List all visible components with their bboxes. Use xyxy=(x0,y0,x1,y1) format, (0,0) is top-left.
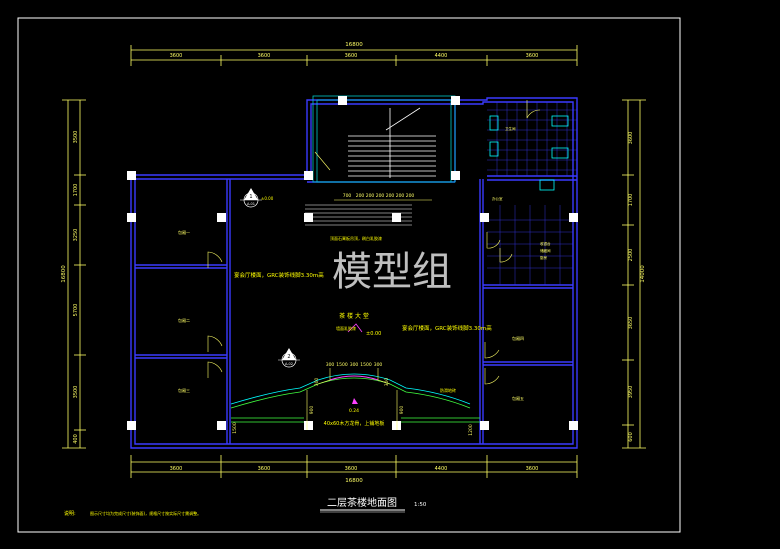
dim-1200: 1200 xyxy=(468,424,474,436)
top-dimensions xyxy=(130,45,578,66)
toilet-grid xyxy=(487,102,577,176)
dim-right-total: 14000 xyxy=(640,265,646,283)
label-mark-elev: ±0.00 xyxy=(261,196,274,201)
section-mark-1: 1 A-01 xyxy=(240,188,262,208)
label-stage-note: 40x60木方龙骨，上铺地板 xyxy=(324,420,385,427)
dim-stair-1: 700 xyxy=(343,193,352,199)
label-office: 办公室 xyxy=(492,196,503,201)
dim-bottom-seg-4: 4400 xyxy=(435,466,448,472)
label-grc-left: 宴会厅楼面，GRC装饰线脚3.30m高 xyxy=(234,271,324,279)
stair-dim-texts: 700 200 200 200 200 200 200 xyxy=(343,193,415,199)
dim-left-seg-4: 5700 xyxy=(73,304,79,317)
label-room3: 包厢三 xyxy=(178,387,190,393)
dim-bottom-seg-5: 3600 xyxy=(526,466,539,472)
dim-bottom-total: 16800 xyxy=(345,478,363,484)
dim-top-seg-2: 3600 xyxy=(258,53,271,59)
dim-stage-4: 1500 xyxy=(360,362,372,368)
dim-1500: 1500 xyxy=(232,422,238,434)
structural-columns xyxy=(127,96,578,430)
dim-right-seg-1: 3600 xyxy=(628,132,634,145)
dim-stage-2: 1500 xyxy=(336,362,348,368)
dim-bottom-seg-1: 3600 xyxy=(170,466,183,472)
label-grc-right: 宴会厅楼面，GRC装饰线脚3.30m高 xyxy=(402,324,492,332)
dim-right-seg-3: 2500 xyxy=(628,249,634,262)
dim-left-total: 16800 xyxy=(61,265,67,283)
dim-stair-3: 200 xyxy=(366,193,375,199)
label-toilet: 卫生间 xyxy=(505,126,516,131)
dim-top-seg-3: 3600 xyxy=(345,53,358,59)
stair-treads xyxy=(348,107,436,178)
note-text: 图示尺寸均为完成尺寸(装饰面)，规格尺寸按实际尺寸需调整。 xyxy=(90,510,201,516)
label-wall-note: 墙面乳胶漆 xyxy=(336,325,356,331)
dim-stair-2: 200 xyxy=(356,193,365,199)
right-dimensions xyxy=(622,99,646,449)
left-dimensions xyxy=(62,99,86,449)
dim-left-seg-1: 3500 xyxy=(73,131,79,144)
label-storage: 储藏间 xyxy=(540,248,551,253)
right-dim-texts: 3600 1700 2500 3650 3950 600 14000 xyxy=(628,132,646,442)
label-tiles-note: 防滑地砖 xyxy=(440,387,456,393)
dim-stage-left: 300 xyxy=(314,378,320,387)
dim-stair-5: 200 xyxy=(386,193,395,199)
dim-left-seg-2: 1700 xyxy=(73,184,79,197)
note-label: 说明: xyxy=(64,510,76,517)
dim-right-seg-5: 3950 xyxy=(628,386,634,399)
label-kitchen: 厨房 xyxy=(540,255,548,260)
dim-bottom-seg-3: 3600 xyxy=(345,466,358,472)
section-mark-1-num: 1 xyxy=(249,194,252,200)
label-cashier: 收银台 xyxy=(540,241,551,246)
label-tea-hall: 茶 楼 大 堂 xyxy=(339,312,369,320)
dim-left-seg-6: 400 xyxy=(73,434,79,444)
toilet-fixtures xyxy=(489,115,569,191)
dim-stage-right: 300 xyxy=(384,378,390,387)
dim-stair-4: 200 xyxy=(376,193,385,199)
kitchen-grid xyxy=(487,205,573,285)
dim-stair-7: 200 xyxy=(406,193,415,199)
dim-stage-1: 300 xyxy=(326,362,335,368)
dim-stage-3: 300 xyxy=(350,362,359,368)
dim-stage-width-right: 900 xyxy=(399,406,405,415)
label-room4: 包厢四 xyxy=(512,335,524,341)
dim-right-seg-4: 3650 xyxy=(628,317,634,330)
dim-right-seg-2: 1700 xyxy=(628,194,634,207)
label-floor-elev: ±0.00 xyxy=(366,331,381,337)
label-ceiling-note: 顶面石膏板吊顶，刷白乳胶漆 xyxy=(330,235,382,241)
watermark: 模型组 xyxy=(332,249,452,295)
staircase xyxy=(312,95,456,183)
label-room1: 包厢一 xyxy=(178,229,190,235)
dim-stage-width-left: 900 xyxy=(309,406,315,415)
stage-dim-texts: 300 1500 300 1500 300 300 300 900 900 15… xyxy=(232,362,474,436)
bottom-glazing xyxy=(231,417,480,423)
label-mark-elev2: 0.24 xyxy=(349,408,359,414)
drawing-title: 二层茶楼地面图 xyxy=(327,496,397,509)
label-room5: 包厢五 xyxy=(512,395,524,401)
dim-left-seg-3: 3250 xyxy=(73,229,79,242)
dim-top-total: 16800 xyxy=(345,42,363,48)
section-mark-1-sheet: A-01 xyxy=(247,202,255,206)
left-dim-texts: 3500 1700 3250 5700 3500 400 16800 xyxy=(61,131,79,444)
section-mark-2: 2 A-02 xyxy=(278,348,300,368)
dim-right-seg-6: 600 xyxy=(628,432,634,442)
bottom-dimensions xyxy=(130,455,578,478)
label-room2: 包厢二 xyxy=(178,317,190,323)
dim-top-seg-4: 4400 xyxy=(435,53,448,59)
elevation-markers xyxy=(347,323,363,404)
drawing-scale: 1:50 xyxy=(414,502,427,508)
stage-platform xyxy=(230,368,471,430)
dim-left-seg-5: 3500 xyxy=(73,386,79,399)
dim-top-seg-1: 3600 xyxy=(170,53,183,59)
dim-stage-5: 300 xyxy=(374,362,383,368)
doors xyxy=(207,100,541,385)
section-mark-2-sheet: A-02 xyxy=(285,362,293,366)
dim-top-seg-5: 3600 xyxy=(526,53,539,59)
dim-bottom-seg-2: 3600 xyxy=(258,466,271,472)
section-mark-2-num: 2 xyxy=(287,354,290,360)
dim-stair-6: 200 xyxy=(396,193,405,199)
